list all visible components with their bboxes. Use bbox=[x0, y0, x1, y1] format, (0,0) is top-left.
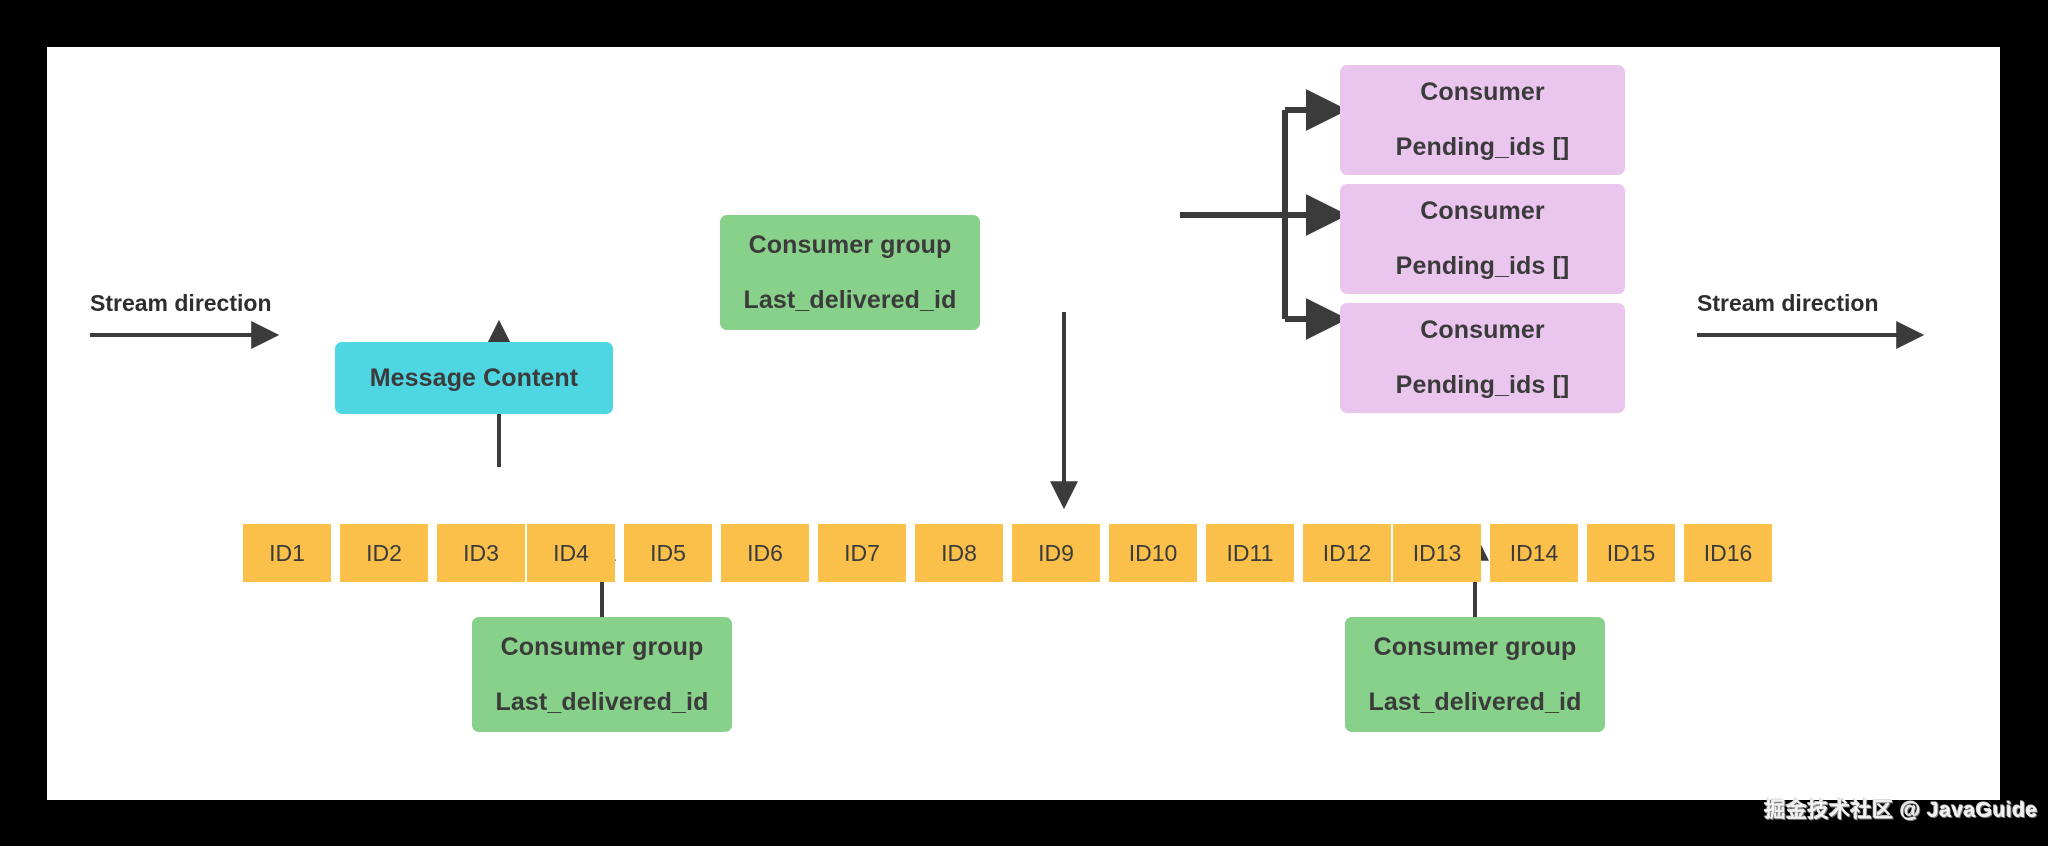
consumer-group-bottom-left-line1: Consumer group bbox=[500, 632, 704, 661]
consumer-box-2-line1: Consumer bbox=[1420, 197, 1545, 225]
stream-entry-9[interactable]: ID9 bbox=[1012, 524, 1100, 582]
message-content-box[interactable]: Message Content bbox=[335, 342, 613, 414]
stream-entry-4[interactable]: ID4 bbox=[527, 524, 615, 582]
consumer-box-1[interactable]: Consumer Pending_ids [] bbox=[1340, 65, 1625, 175]
stream-entry-12[interactable]: ID12 bbox=[1303, 524, 1391, 582]
message-content-label: Message Content bbox=[369, 363, 579, 392]
stream-entry-7[interactable]: ID7 bbox=[818, 524, 906, 582]
consumer-box-3-line1: Consumer bbox=[1420, 316, 1545, 344]
consumer-group-bottom-left-line2: Last_delivered_id bbox=[495, 687, 709, 716]
connector-layer bbox=[90, 89, 1925, 617]
consumer-group-bottom-right[interactable]: Consumer group Last_delivered_id bbox=[1345, 617, 1605, 732]
diagram-canvas: Stream direction Stream direction Messag… bbox=[47, 47, 2000, 800]
consumer-box-3-line2: Pending_ids [] bbox=[1395, 371, 1570, 399]
connector-group-to-consumers bbox=[1180, 89, 1348, 340]
consumer-box-2-line2: Pending_ids [] bbox=[1395, 252, 1570, 280]
consumer-group-top-middle-line1: Consumer group bbox=[748, 230, 952, 259]
consumer-group-bottom-left[interactable]: Consumer group Last_delivered_id bbox=[472, 617, 732, 732]
stream-entry-13[interactable]: ID13 bbox=[1393, 524, 1481, 582]
stream-entry-10[interactable]: ID10 bbox=[1109, 524, 1197, 582]
consumer-box-2[interactable]: Consumer Pending_ids [] bbox=[1340, 184, 1625, 294]
stream-entry-3[interactable]: ID3 bbox=[437, 524, 525, 582]
stream-entry-5[interactable]: ID5 bbox=[624, 524, 712, 582]
stream-entry-8[interactable]: ID8 bbox=[915, 524, 1003, 582]
stream-direction-label-right: Stream direction bbox=[1697, 290, 1879, 316]
consumer-group-top-middle[interactable]: Consumer group Last_delivered_id bbox=[720, 215, 980, 330]
consumer-group-bottom-right-line1: Consumer group bbox=[1373, 632, 1577, 661]
watermark: 掘金技术社区 @ JavaGuide bbox=[1764, 799, 2038, 822]
consumer-box-3[interactable]: Consumer Pending_ids [] bbox=[1340, 303, 1625, 413]
stream-entry-14[interactable]: ID14 bbox=[1490, 524, 1578, 582]
stream-entry-15[interactable]: ID15 bbox=[1587, 524, 1675, 582]
stream-direction-label-left: Stream direction bbox=[90, 290, 272, 316]
stream-entry-2[interactable]: ID2 bbox=[340, 524, 428, 582]
consumer-box-1-line2: Pending_ids [] bbox=[1395, 133, 1570, 161]
consumer-group-top-middle-line2: Last_delivered_id bbox=[743, 285, 957, 314]
stream-entry-6[interactable]: ID6 bbox=[721, 524, 809, 582]
stream-entry-1[interactable]: ID1 bbox=[243, 524, 331, 582]
consumer-box-1-line1: Consumer bbox=[1420, 78, 1545, 106]
stream-entry-11[interactable]: ID11 bbox=[1206, 524, 1294, 582]
stream-entry-16[interactable]: ID16 bbox=[1684, 524, 1772, 582]
consumer-group-bottom-right-line2: Last_delivered_id bbox=[1368, 687, 1582, 716]
